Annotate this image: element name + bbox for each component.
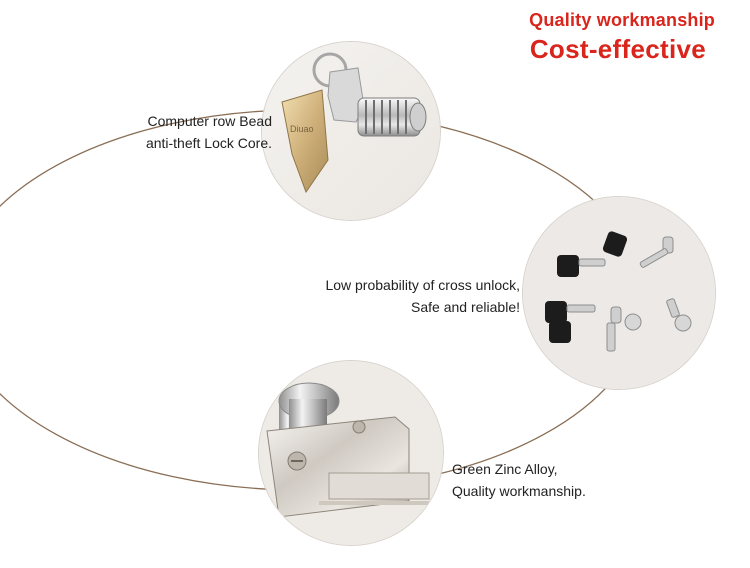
feature-zinc-alloy: Green Zinc Alloy, Quality workmanship. (452, 458, 586, 502)
feature-cross-unlock-line1: Low probability of cross unlock, (325, 277, 520, 293)
feature-cross-unlock: Low probability of cross unlock, Safe an… (325, 274, 520, 318)
feature-cross-unlock-line2: Safe and reliable! (411, 299, 520, 315)
feature-zinc-alloy-line2: Quality workmanship. (452, 483, 586, 499)
keys-photo (523, 197, 715, 389)
lock-core-photo: Diuao (262, 42, 440, 220)
feature-lock-core: Computer row Bead anti-theft Lock Core. (146, 110, 272, 154)
headline-cost-effective: Cost-effective (529, 34, 706, 64)
feature-zinc-alloy-line1: Green Zinc Alloy, (452, 461, 558, 477)
feature-lock-core-line2: anti-theft Lock Core. (145, 135, 272, 151)
headline-quality: Quality workmanship (529, 10, 715, 30)
key-engraving: Diuao (290, 124, 314, 134)
lock-body-photo (259, 361, 443, 545)
feature-lock-core-line1: Computer row Bead (147, 113, 272, 129)
